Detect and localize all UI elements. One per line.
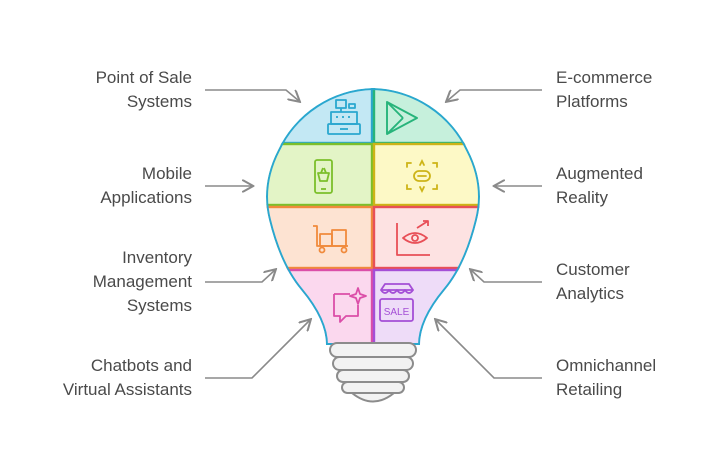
augmented-reality-icon: [406, 158, 438, 194]
label-point-of-sale: Point of Sale Systems: [95, 68, 192, 111]
arrow-ecommerce: [447, 89, 542, 101]
sale-storefront-icon: SALE: [379, 283, 414, 322]
cash-register-icon: [327, 99, 361, 135]
play-store-icon: [386, 101, 418, 135]
segment-mobile-apps: [266, 143, 373, 206]
arrow-point-of-sale: [205, 89, 299, 101]
segment-customer-analytics: [373, 206, 480, 269]
arrow-inventory: [205, 270, 275, 283]
label-ecommerce: E-commerce Platforms: [556, 68, 653, 111]
inventory-cart-icon: [313, 225, 348, 254]
connector-arrows: [205, 89, 542, 379]
analytics-eye-icon: [396, 220, 430, 256]
bulb-base: [329, 342, 417, 403]
label-inventory: Inventory Management Systems: [92, 248, 192, 315]
label-chatbots: Chatbots and Virtual Assistants: [62, 356, 192, 399]
arrow-customer-analytics: [471, 270, 542, 283]
label-mobile-apps: Mobile Applications: [100, 164, 192, 207]
mobile-shopping-icon: [314, 159, 333, 194]
chat-sparkle-icon: [333, 287, 367, 323]
segment-outlines: [266, 88, 480, 345]
label-customer-analytics: Customer Analytics: [556, 260, 630, 303]
arrow-chatbots: [205, 320, 310, 379]
segment-ecommerce: [373, 88, 480, 143]
bulb-rim: [266, 88, 480, 345]
arrow-omnichannel: [436, 320, 542, 379]
sale-sign-text: SALE: [384, 307, 410, 318]
label-omnichannel: Omnichannel Retailing: [556, 356, 657, 399]
segment-augmented-reality: [373, 143, 480, 206]
label-augmented-reality: Augmented Reality: [556, 164, 643, 207]
